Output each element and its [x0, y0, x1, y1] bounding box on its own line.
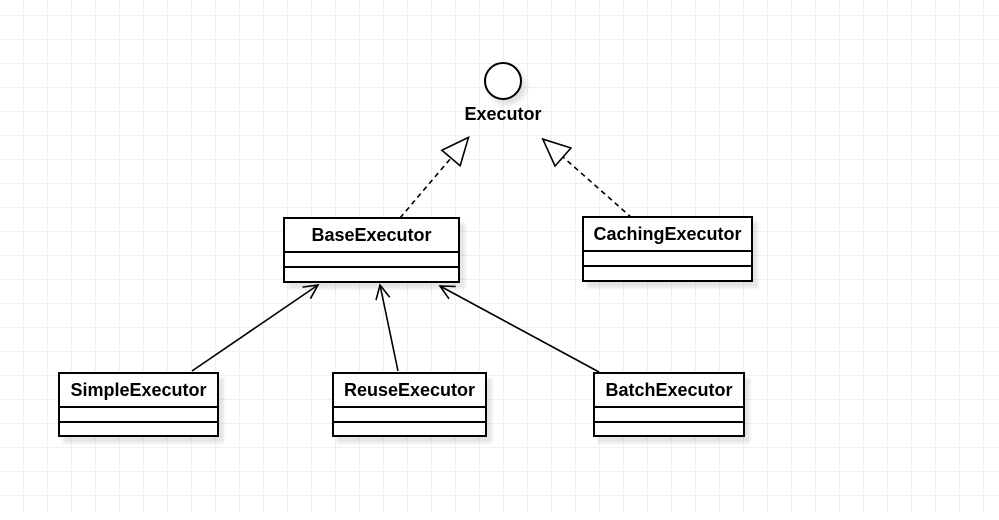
class-box-batchexecutor[interactable]: BatchExecutor — [593, 372, 745, 437]
class-box-reuseexecutor[interactable]: ReuseExecutor — [332, 372, 487, 437]
methods-compartment — [285, 268, 458, 281]
fields-compartment — [584, 252, 751, 267]
interface-label: Executor — [464, 104, 542, 124]
class-title-cachingexecutor: CachingExecutor — [584, 218, 751, 252]
methods-compartment — [584, 267, 751, 280]
edge-realization-cachingexecutor-executor — [563, 157, 633, 219]
fields-compartment — [595, 408, 743, 423]
edge-generalization-simpleexecutor-baseexecutor — [191, 283, 320, 372]
methods-compartment — [334, 423, 485, 435]
fields-compartment — [334, 408, 485, 423]
methods-compartment — [60, 423, 217, 435]
canvas-bottom-margin — [0, 512, 999, 520]
edge-generalization-reuseexecutor-baseexecutor — [375, 283, 399, 372]
edge-generalization-batchexecutor-baseexecutor — [438, 285, 600, 373]
class-title-batchexecutor: BatchExecutor — [595, 374, 743, 408]
class-title-simpleexecutor: SimpleExecutor — [60, 374, 217, 408]
fields-compartment — [285, 253, 458, 268]
class-title-baseexecutor: BaseExecutor — [285, 219, 458, 253]
fields-compartment — [60, 408, 217, 423]
class-title-reuseexecutor: ReuseExecutor — [334, 374, 485, 408]
class-box-baseexecutor[interactable]: BaseExecutor — [283, 217, 460, 283]
methods-compartment — [595, 423, 743, 435]
edge-realization-baseexecutor-executor — [399, 158, 451, 219]
class-box-simpleexecutor[interactable]: SimpleExecutor — [58, 372, 219, 437]
class-box-cachingexecutor[interactable]: CachingExecutor — [582, 216, 753, 282]
interface-circle[interactable] — [484, 62, 522, 100]
